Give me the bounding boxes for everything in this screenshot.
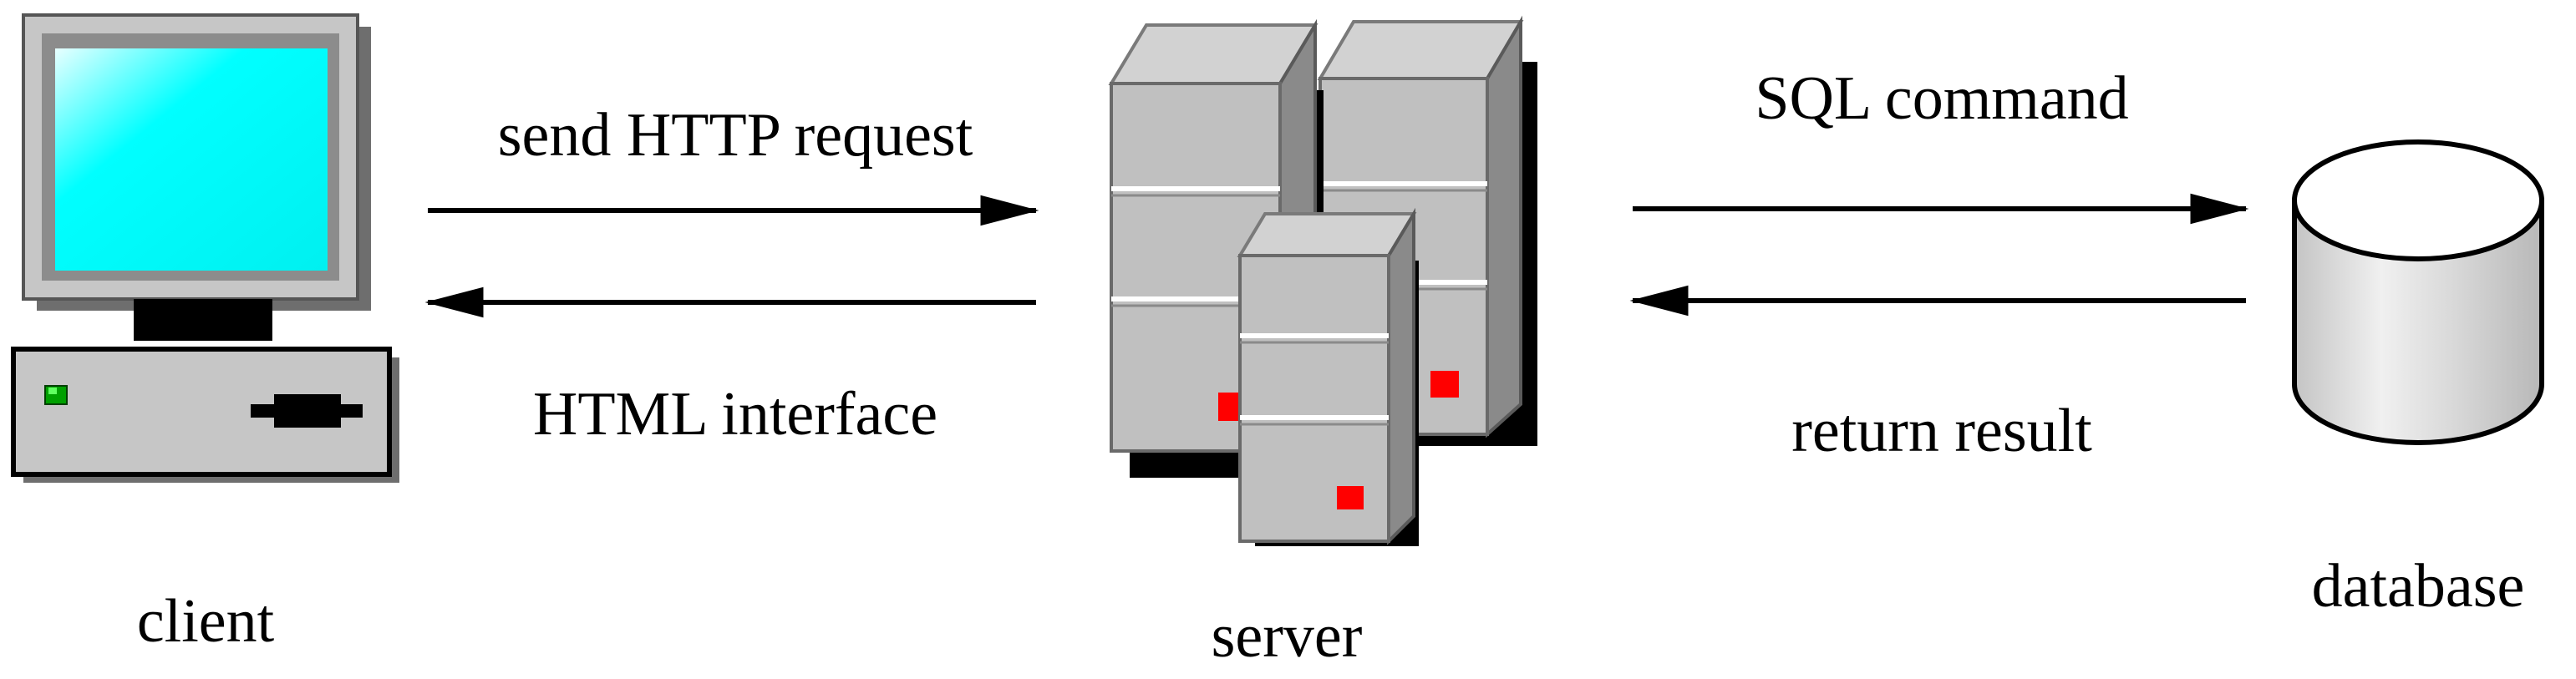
monitor-screen bbox=[55, 48, 328, 271]
sql-command-label: SQL command bbox=[1755, 64, 2128, 133]
database-label: database bbox=[2312, 552, 2525, 621]
database-cylinder-icon bbox=[2292, 139, 2544, 445]
client-label: client bbox=[137, 587, 275, 656]
disk-drive-slot bbox=[274, 394, 341, 428]
client-computer-icon bbox=[11, 13, 399, 483]
server-tower-front bbox=[1237, 207, 1419, 546]
server-rack-icon bbox=[1108, 15, 1537, 546]
server-label: server bbox=[1212, 602, 1363, 671]
html-interface-label: HTML interface bbox=[533, 380, 937, 448]
system-unit-icon bbox=[11, 347, 399, 483]
send-request-label: send HTTP request bbox=[498, 101, 973, 170]
return-result-label: return result bbox=[1791, 397, 2092, 465]
monitor-icon bbox=[22, 13, 371, 341]
